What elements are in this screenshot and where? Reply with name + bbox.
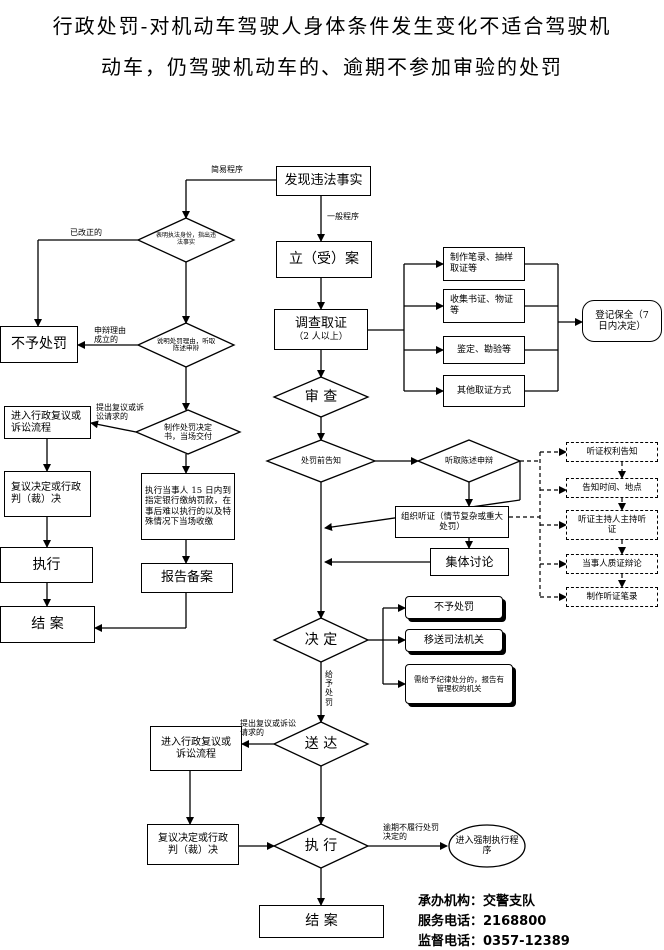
no-penalty-left-text: 不予处罚 (11, 336, 67, 353)
hearing-time-box: 告知时间、地点 (566, 478, 658, 498)
filing-text: 立（受）案 (289, 251, 359, 268)
cross-exam-text: 当事人质证辩论 (582, 558, 642, 569)
appraise-text: 鉴定、勘验等 (456, 344, 511, 355)
review-result-bottom-text: 复议决定或行政判（裁）决 (158, 832, 228, 856)
label-general: 一般程序 (327, 212, 359, 221)
hearing-host-box: 听证主持人主持听证 (566, 510, 658, 540)
execute-diamond: 执 行 (284, 834, 358, 858)
review-result-bottom-box: 复议决定或行政判（裁）决 (147, 824, 239, 865)
label-apply-review-bottom-text: 提出复议或诉讼请求的 (240, 719, 296, 738)
record-sample-text: 制作笔录、抽样取证等 (450, 253, 514, 274)
execute-left-box: 执行 (0, 547, 93, 583)
pay-fine-box: 执行当事人 15 日内到指定银行缴纳罚款，在事后难以执行的以及特殊情况下当场收缴 (141, 473, 235, 540)
investigate-sub: （2 人以上） (294, 331, 348, 342)
hearing-host-text: 听证主持人主持听证 (577, 514, 646, 535)
deliver-text: 送 达 (304, 735, 338, 752)
notify-diamond: 处罚前告知 (281, 451, 361, 471)
label-reason-ok: 申辩理由成立的 (94, 326, 130, 344)
close-left-box: 结 案 (0, 606, 95, 643)
decision-text: 决 定 (304, 631, 338, 648)
record-sample-box: 制作笔录、抽样取证等 (443, 247, 525, 281)
deliver-diamond: 送 达 (284, 732, 358, 756)
enforce-oval: 进入强制执行程序 (453, 832, 521, 860)
hear-defense-text: 听取陈述申辩 (445, 456, 493, 466)
review-text: 审 查 (304, 388, 338, 405)
label-apply-review-bottom: 提出复议或诉讼请求的 (240, 719, 302, 737)
explain-diamond: 说明处罚理由，听取陈述申辩 (156, 334, 216, 356)
explain-text: 说明处罚理由，听取陈述申辩 (156, 336, 216, 352)
page-title-line2: 动车，仍驾驶机动车的、逾期不参加审验的处罚 (101, 55, 563, 79)
decision-diamond: 决 定 (284, 628, 358, 652)
preserve-text: 登记保全（7 日内决定） (595, 309, 649, 332)
filing-box: 立（受）案 (276, 241, 372, 278)
close-bottom-box: 结 案 (259, 905, 384, 938)
organize-hearing-text: 组织听证（情节复杂或重大处罚） (400, 511, 503, 532)
discover-violation-text: 发现违法事实 (284, 173, 363, 189)
hearing-rights-text: 听证权利告知 (586, 446, 638, 457)
hearing-time-text: 告知时间、地点 (582, 482, 642, 493)
label-simple: 简易程序 (211, 165, 243, 174)
transfer-judicial-box: 移送司法机关 (405, 629, 503, 652)
hearing-rights-box: 听证权利告知 (566, 442, 658, 462)
no-penalty-right-text: 不予处罚 (434, 601, 474, 613)
other-evidence-box: 其他取证方式 (443, 375, 525, 407)
present-id-diamond: 表明执法身份，指出违法事实 (156, 229, 216, 251)
collective-box: 集体讨论 (430, 548, 509, 576)
label-give-penalty: 给予处罚 (325, 670, 335, 707)
review-diamond: 审 查 (284, 385, 358, 409)
hearing-record-text: 制作听证笔录 (586, 591, 638, 602)
organize-hearing-box: 组织听证（情节复杂或重大处罚） (395, 506, 509, 538)
page-title-line1: 行政处罚-对机动车驾驶人身体条件发生变化不适合驾驶机 (52, 14, 612, 38)
collect-evidence-text: 收集书证、物证等 (450, 295, 514, 316)
label-corrected: 已改正的 (70, 228, 102, 237)
no-penalty-right-box: 不予处罚 (405, 596, 503, 619)
label-give-penalty-text: 给予处罚 (325, 670, 333, 707)
pay-fine-text: 执行当事人 15 日内到指定银行缴纳罚款，在事后难以执行的以及特殊情况下当场收缴 (145, 486, 231, 527)
notify-text: 处罚前告知 (301, 456, 341, 466)
make-decision-diamond: 制作处罚决定书，当场交付 (160, 418, 216, 446)
reconsider-left-text: 进入行政复议或诉讼流程 (11, 410, 81, 434)
label-overdue-text: 逾期不履行处罚决定的 (383, 823, 439, 842)
report-file-box: 报告备案 (141, 563, 233, 593)
footer-agency: 承办机构：交警支队 (418, 894, 536, 909)
hearing-record-box: 制作听证笔录 (566, 587, 658, 607)
other-evidence-text: 其他取证方式 (456, 385, 511, 396)
review-result-left-box: 复议决定或行政判（裁）决 (4, 471, 91, 517)
label-apply-review-left-text: 提出复议或诉讼请求的 (96, 403, 144, 422)
reconsider-bottom-box: 进入行政复议或诉讼流程 (150, 726, 242, 771)
enforce-text: 进入强制执行程序 (455, 835, 519, 856)
footer-supervise: 监督电话：0357-12389 (418, 934, 570, 949)
discipline-box: 需给予纪律处分的，报告有管理权的机关 (405, 664, 513, 704)
make-decision-text: 制作处罚决定书，当场交付 (164, 422, 212, 441)
investigate-title: 调查取证 (294, 316, 347, 332)
hear-defense-diamond: 听取陈述申辩 (443, 448, 495, 474)
present-id-text: 表明执法身份，指出违法事实 (156, 232, 217, 246)
reconsider-left-box: 进入行政复议或诉讼流程 (4, 406, 91, 439)
transfer-judicial-text: 移送司法机关 (424, 634, 484, 646)
discover-violation-box: 发现违法事实 (276, 166, 371, 196)
no-penalty-left-box: 不予处罚 (0, 326, 78, 363)
close-left-text: 结 案 (31, 616, 64, 633)
review-result-left-text: 复议决定或行政判（裁）决 (11, 482, 81, 505)
cross-exam-box: 当事人质证辩论 (566, 554, 658, 574)
discipline-text: 需给予纪律处分的，报告有管理权的机关 (414, 675, 504, 693)
appraise-box: 鉴定、勘验等 (443, 336, 525, 364)
collective-text: 集体讨论 (445, 554, 494, 569)
footer-phone: 服务电话：2168800 (418, 914, 547, 929)
label-overdue: 逾期不履行处罚决定的 (383, 823, 439, 841)
investigate-box: 调查取证 （2 人以上） (274, 309, 368, 350)
label-apply-review-left: 提出复议或诉讼请求的 (96, 403, 144, 421)
preserve-box: 登记保全（7 日内决定） (582, 300, 662, 342)
execute-left-text: 执行 (32, 556, 61, 573)
report-file-text: 报告备案 (160, 570, 213, 586)
close-bottom-text: 结 案 (305, 913, 338, 930)
collect-evidence-box: 收集书证、物证等 (443, 289, 525, 323)
reconsider-bottom-text: 进入行政复议或诉讼流程 (161, 736, 231, 760)
execute-text: 执 行 (304, 837, 338, 854)
label-reason-ok-text: 申辩理由成立的 (94, 326, 126, 345)
